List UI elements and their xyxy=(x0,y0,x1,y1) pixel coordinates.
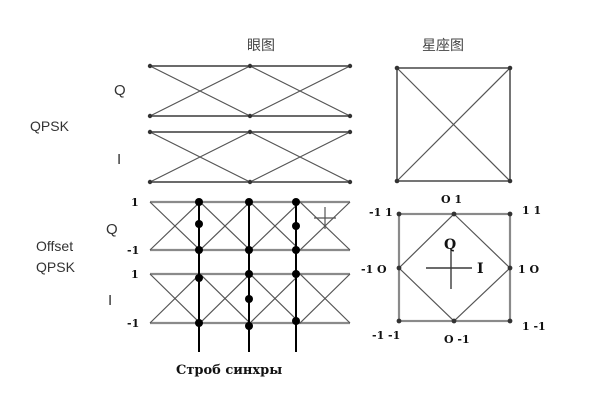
qpsk-label: QPSK xyxy=(30,118,70,134)
eye-diagram-title: 眼图 xyxy=(247,38,275,54)
point-label-right: 1 O xyxy=(518,263,539,276)
axis-label-i: I xyxy=(477,261,484,277)
offset-q-level-minus-one: -1 xyxy=(127,244,139,257)
point-label-bottom-left: -1 -1 xyxy=(372,329,400,342)
strobe-caption: Строб синхры xyxy=(176,363,282,378)
point-label-bottom-right: 1 -1 xyxy=(522,320,546,333)
offset-q-level-plus-one: 1 xyxy=(131,196,139,209)
offset-i-level-plus-one: 1 xyxy=(131,268,139,281)
qpsk-constellation xyxy=(394,65,513,184)
offset-qpsk-label-line2: QPSK xyxy=(36,259,76,275)
point-label-top: O 1 xyxy=(441,193,462,206)
offset-qpsk-q-label: Q xyxy=(106,221,118,238)
qpsk-i-label: I xyxy=(117,151,121,168)
point-label-left: -1 O xyxy=(361,263,387,276)
point-label-top-left: -1 1 xyxy=(369,206,393,219)
constellation-title: 星座图 xyxy=(422,38,464,54)
offset-qpsk-constellation xyxy=(396,211,513,324)
point-label-top-right: 1 1 xyxy=(522,204,541,217)
offset-qpsk-label-line1: Offset xyxy=(36,238,73,254)
axis-label-q: Q xyxy=(444,237,456,253)
qpsk-q-eye xyxy=(147,63,353,119)
qpsk-i-eye xyxy=(147,129,353,185)
offset-i-level-minus-one: -1 xyxy=(127,317,139,330)
qpsk-q-label: Q xyxy=(114,82,126,99)
sync-strobe-lines xyxy=(195,198,300,352)
point-label-bottom: O -1 xyxy=(444,333,470,346)
offset-qpsk-i-label: I xyxy=(108,292,112,309)
